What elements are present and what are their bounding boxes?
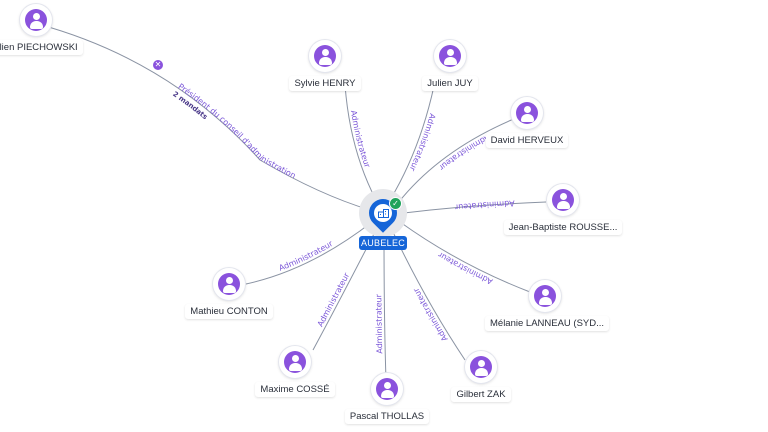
person-node-henry[interactable]: Sylvie HENRY xyxy=(265,40,385,91)
edge-label-cosse: Administrateur xyxy=(316,271,352,328)
person-node-rousse[interactable]: Jean-Baptiste ROUSSE... xyxy=(503,184,623,235)
person-name: Jean-Baptiste ROUSSE... xyxy=(503,220,623,235)
person-node-piechowski[interactable]: ulien PIECHOWSKI xyxy=(0,4,96,55)
edge-label-juy: Administrateur xyxy=(407,113,437,174)
edge-label-thollas: Administrateur xyxy=(374,293,384,353)
remove-relation-icon[interactable]: ✕ xyxy=(153,60,163,70)
edge-thollas[interactable] xyxy=(383,231,387,381)
person-node-thollas[interactable]: Pascal THOLLAS xyxy=(327,373,447,424)
person-name: Sylvie HENRY xyxy=(289,76,361,91)
person-node-herveux[interactable]: David HERVEUX xyxy=(467,97,587,148)
user-icon xyxy=(552,189,574,211)
edge-label-henry: Administrateur xyxy=(349,110,372,170)
building-icon xyxy=(374,204,392,222)
user-icon xyxy=(439,45,461,67)
person-name: Pascal THOLLAS xyxy=(344,409,430,424)
person-name: Mélanie LANNEAU (SYD... xyxy=(485,316,610,331)
user-icon xyxy=(534,285,556,307)
person-name: Maxime COSSÉ xyxy=(255,382,335,397)
person-name: ulien PIECHOWSKI xyxy=(0,40,83,55)
person-name: David HERVEUX xyxy=(485,133,569,148)
person-node-zak[interactable]: Gilbert ZAK xyxy=(421,351,541,402)
person-node-lanneau[interactable]: Mélanie LANNEAU (SYD... xyxy=(485,280,610,331)
person-name: Gilbert ZAK xyxy=(451,387,511,402)
user-icon xyxy=(284,351,306,373)
person-node-juy[interactable]: Julien JUY xyxy=(390,40,510,91)
person-name: Julien JUY xyxy=(422,76,478,91)
edge-label-piechowski: Président du conseil d'administration xyxy=(176,82,297,181)
user-icon xyxy=(218,273,240,295)
check-icon: ✓ xyxy=(389,197,402,210)
edge-label-zak: Administrateur xyxy=(411,286,449,343)
user-icon xyxy=(470,356,492,378)
user-icon xyxy=(516,102,538,124)
company-name: AUBELEC xyxy=(359,236,407,250)
user-icon xyxy=(376,378,398,400)
user-icon xyxy=(314,45,336,67)
person-node-cosse[interactable]: Maxime COSSÉ xyxy=(235,346,355,397)
person-node-conton[interactable]: Mathieu CONTON xyxy=(169,268,289,319)
user-icon xyxy=(25,9,47,31)
person-name: Mathieu CONTON xyxy=(185,304,273,319)
